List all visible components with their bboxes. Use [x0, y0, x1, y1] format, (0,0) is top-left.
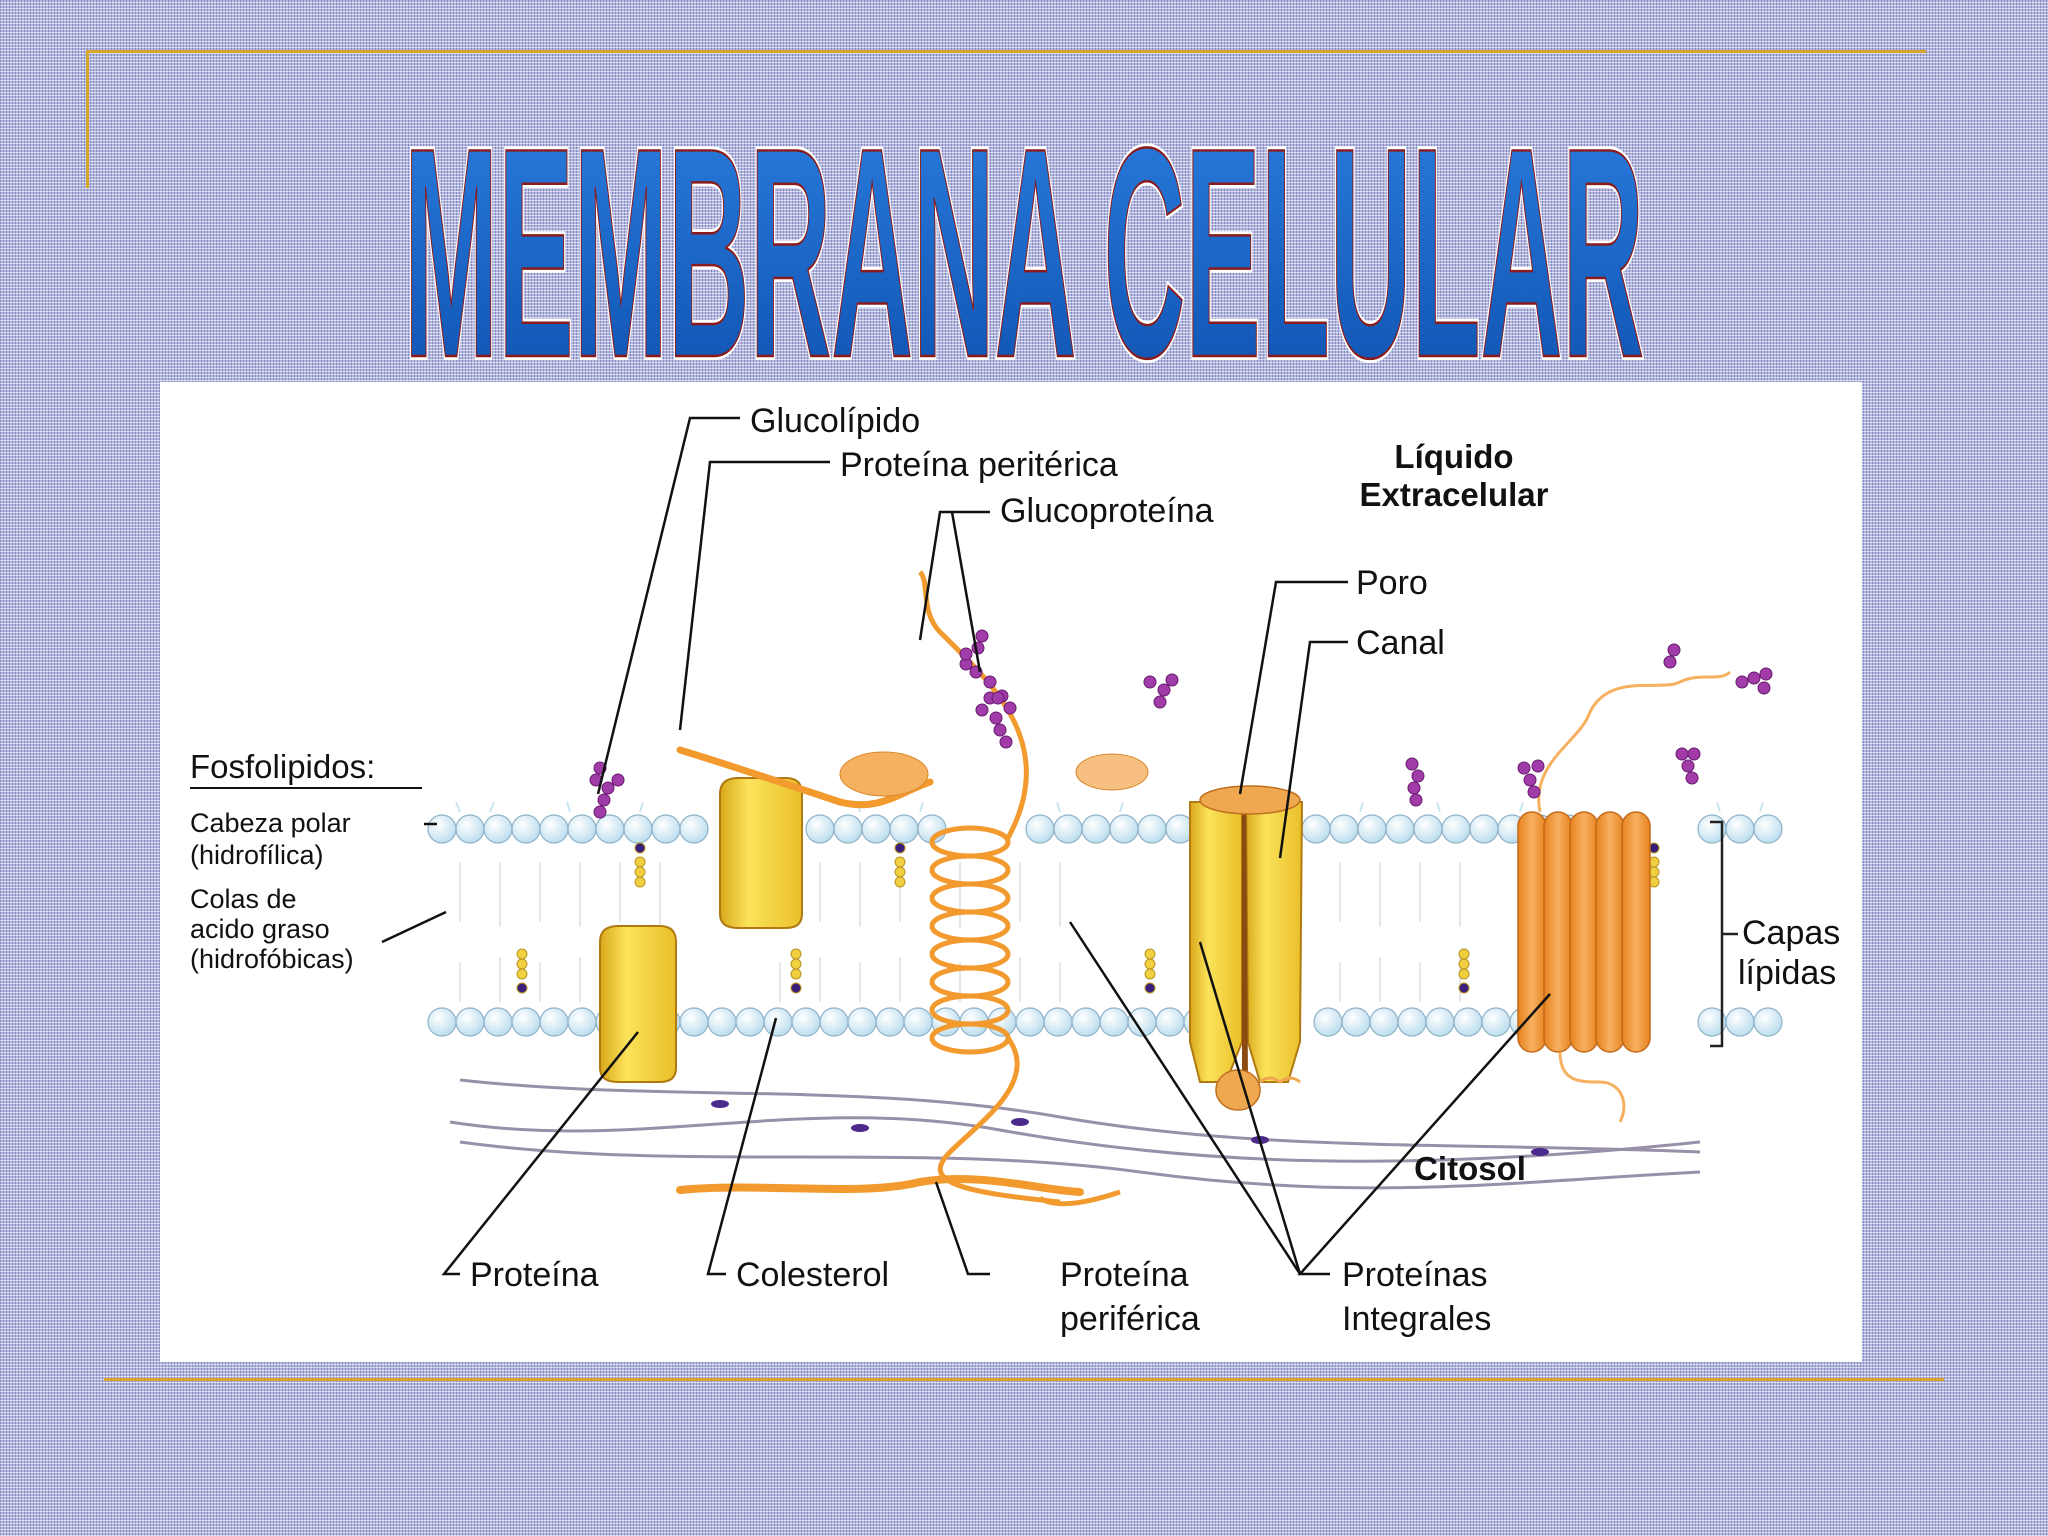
label-proteina-periferica-1: Proteína	[1060, 1256, 1189, 1294]
peripheral-glob-1	[839, 751, 929, 797]
label-poro: Poro	[1356, 564, 1428, 602]
top-rule	[86, 50, 1926, 53]
label-cabeza-polar: Cabeza polar	[190, 808, 351, 838]
slide-title: MEMBRANA CELULAR	[404, 87, 1644, 400]
label-glucoproteina: Glucoproteína	[1000, 492, 1214, 530]
label-proteinas-integrales-2: Integrales	[1342, 1300, 1491, 1338]
diagram-panel: Glucolípido Proteína peritérica Glucopro…	[160, 382, 1862, 1362]
head-tufts	[455, 801, 1764, 813]
cytoskeleton-nodes	[711, 1100, 1549, 1156]
carbohydrate-chains	[589, 629, 1773, 819]
label-capas: Capas	[1742, 914, 1840, 952]
cholesterol-molecules	[516, 842, 1660, 994]
slide-title-outline: MEMBRANA CELULAR	[404, 87, 1644, 400]
label-liquido: Líquido	[1394, 438, 1513, 475]
upper-yellow-protein	[719, 777, 803, 929]
label-proteinas-integrales-1: Proteínas	[1342, 1256, 1488, 1294]
left-rule	[86, 50, 89, 188]
lower-yellow-protein	[599, 925, 677, 1083]
label-canal: Canal	[1356, 624, 1445, 662]
lower-phospholipid-heads	[427, 1007, 1783, 1037]
label-glucolipido: Glucolípido	[750, 402, 920, 440]
label-citosol: Citosol	[1414, 1150, 1526, 1187]
label-extracelular: Extracelular	[1360, 476, 1549, 513]
capas-bracket	[1710, 820, 1738, 1048]
multipass-receptor	[1517, 670, 1732, 1123]
slide-title-graphic: MEMBRANA CELULAR MEMBRANA CELULAR	[399, 82, 1648, 400]
label-colas-de: Colas de	[190, 884, 297, 914]
label-proteina-periferica-2: periférica	[1060, 1300, 1200, 1338]
label-hidrofobicas: (hidrofóbicas)	[190, 944, 354, 974]
label-colesterol: Colesterol	[736, 1256, 889, 1294]
membrane-diagram: Glucolípido Proteína peritérica Glucopro…	[190, 402, 1840, 1338]
label-acido-graso: acido graso	[190, 914, 330, 944]
leader-lines	[381, 416, 1551, 1276]
label-fosfolipidos: Fosfolipidos:	[190, 748, 375, 785]
peripheral-glob-2	[1075, 753, 1149, 791]
label-hidrofilica: (hidrofílica)	[190, 840, 324, 870]
label-lipidas: lípidas	[1738, 954, 1836, 992]
label-proteina: Proteína	[470, 1256, 599, 1294]
peripheral-protein-bottom	[676, 1175, 1084, 1196]
bottom-rule	[104, 1378, 1944, 1381]
channel-protein	[1189, 785, 1304, 1111]
label-proteina-periterica: Proteína peritérica	[840, 446, 1118, 484]
cytoskeleton-fibers	[449, 1078, 1701, 1190]
